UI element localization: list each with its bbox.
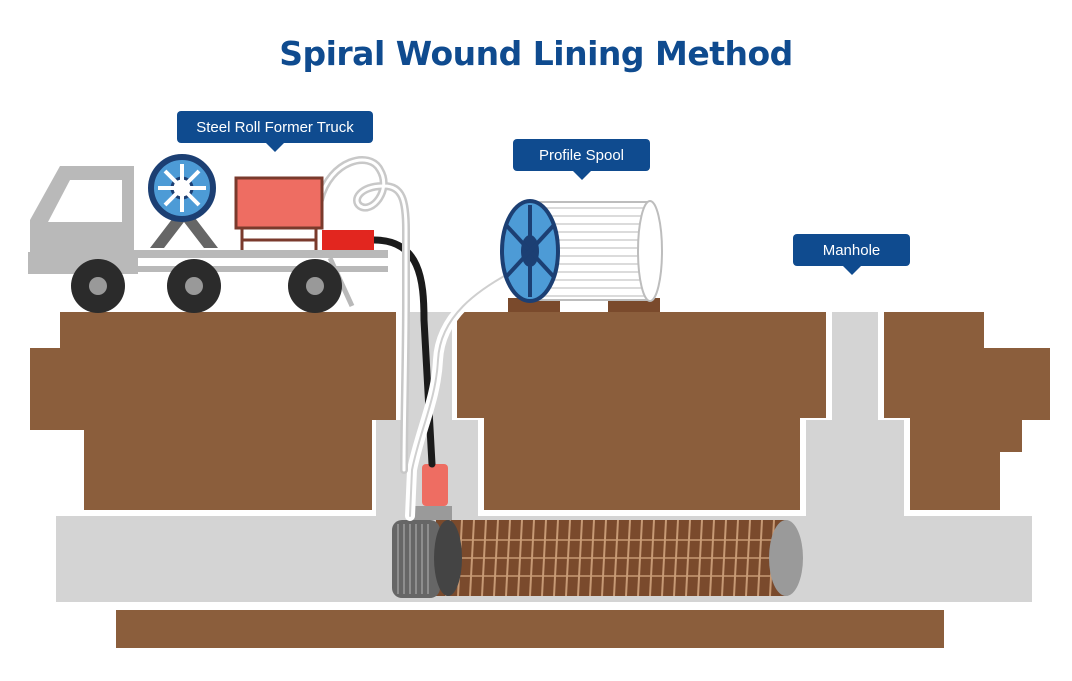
label-text: Steel Roll Former Truck	[196, 118, 354, 136]
hydraulic-power-unit	[322, 230, 374, 250]
label-text: Profile Spool	[538, 146, 625, 164]
roll-former-box	[234, 176, 324, 230]
hydraulic-motor	[422, 464, 448, 506]
winding-head-ribs	[397, 524, 429, 594]
label-manhole: Manhole	[793, 234, 910, 275]
reel-stand	[150, 214, 218, 248]
white-tube-inner	[318, 158, 408, 472]
truck-wheel-2	[167, 259, 221, 313]
spool-end-right	[637, 200, 663, 302]
winding-mount	[412, 506, 452, 520]
truck-bed	[134, 250, 388, 258]
hoses	[316, 156, 541, 521]
spool-pallet-right	[608, 298, 660, 312]
soil-middle	[457, 312, 826, 510]
truck-bed-rail	[134, 266, 388, 272]
liner-rings	[436, 539, 786, 577]
page-title: Spiral Wound Lining Method	[279, 34, 793, 73]
soil-bottom	[116, 610, 944, 648]
spool-spokes	[504, 205, 556, 297]
label-text: Manhole	[822, 241, 881, 259]
profile-strip-edge	[409, 259, 537, 517]
label-steel-roll-former-truck: Steel Roll Former Truck	[177, 111, 373, 152]
truck-wheel-1	[71, 259, 125, 313]
liner-pipe	[392, 464, 803, 598]
soil-right	[884, 312, 1050, 510]
spool-pallet-left	[508, 298, 560, 312]
truck-window	[48, 180, 122, 222]
liner-end-cap	[769, 520, 803, 596]
profile-spool	[500, 199, 663, 312]
manhole-shaft	[806, 312, 904, 516]
truck-wheel-3	[288, 259, 342, 313]
roll-former-stand	[240, 228, 318, 250]
reel-spokes	[158, 164, 206, 212]
label-profile-spool: Profile Spool	[513, 139, 650, 180]
winding-ring	[434, 520, 462, 596]
hydraulic-hose	[370, 236, 436, 468]
steel-roll-former-truck	[28, 154, 388, 313]
soil-left	[30, 312, 396, 510]
soil-layer	[30, 312, 1050, 648]
